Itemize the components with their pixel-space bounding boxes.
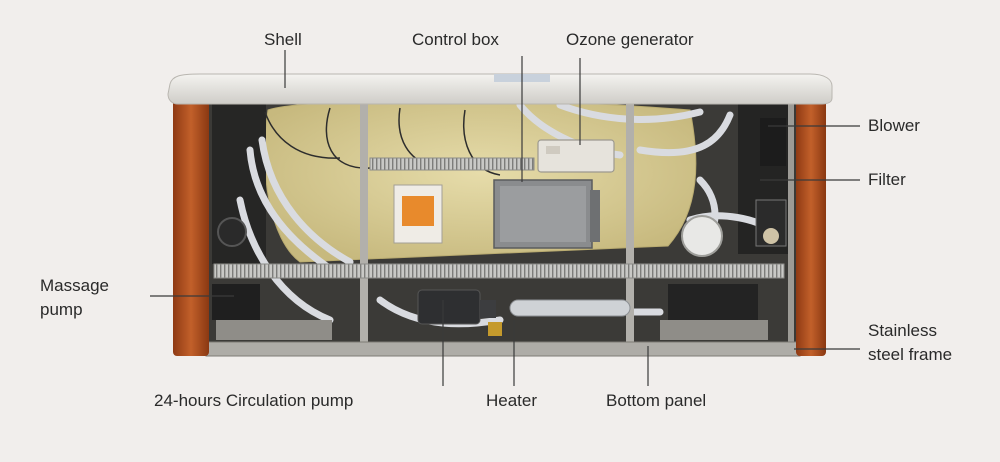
label-massage-pump: Massage pump (40, 276, 109, 319)
lower-right-plate (660, 320, 768, 340)
right-wood-panel (796, 100, 826, 356)
electrical-box (393, 184, 443, 244)
steel-post-right (788, 100, 794, 356)
left-wood-panel (173, 100, 209, 356)
steel-post-mid (626, 100, 634, 356)
label-shell: Shell (264, 30, 302, 49)
main-cable-tray (213, 263, 785, 279)
label-bottom-panel: Bottom panel (606, 391, 707, 410)
right-pump-unit (668, 215, 758, 324)
label-stainless-steel-frame: Stainless steel frame (868, 321, 953, 364)
leader-lines (150, 50, 860, 386)
blower-unit (760, 118, 786, 166)
ozone-generator (537, 139, 615, 173)
steel-post-left (360, 100, 368, 356)
massage-pump-unit (212, 217, 260, 320)
bottom-steel-plate (205, 341, 801, 357)
filter-cap (763, 228, 779, 244)
label-control-box: Control box (412, 30, 499, 49)
label-ozone-generator: Ozone generator (566, 30, 694, 49)
upper-cable-tray (369, 157, 535, 171)
control-box (493, 179, 600, 249)
label-heater: Heater (486, 391, 538, 410)
spa-shell (167, 73, 833, 105)
label-blower: Blower (868, 116, 920, 135)
label-filter: Filter (868, 170, 906, 189)
circulation-pump-unit (417, 289, 496, 325)
label-circulation-pump: 24-hours Circulation pump (154, 391, 354, 410)
heater-unit (488, 299, 631, 336)
lower-left-plate (216, 320, 332, 340)
